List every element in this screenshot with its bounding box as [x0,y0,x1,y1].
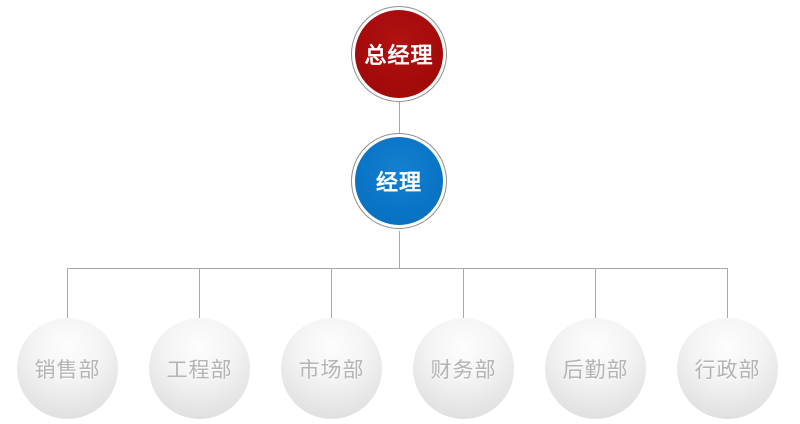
connector-root-to-manager [399,102,400,134]
node-dept-finance[interactable]: 财务部 [413,318,514,419]
node-dept-logistics[interactable]: 后勤部 [545,318,646,419]
node-dept-finance-label: 财务部 [430,358,497,382]
node-dept-engineering[interactable]: 工程部 [149,318,250,419]
connector-drop-sales [67,269,68,318]
node-manager-label: 经理 [375,170,422,195]
node-manager-circle: 经理 [355,137,443,225]
node-dept-sales-label: 销售部 [34,358,101,382]
node-dept-administration[interactable]: 行政部 [677,318,778,419]
node-general-manager-label: 总经理 [364,43,434,68]
node-general-manager[interactable]: 总经理 [351,6,447,102]
connector-drop-engineering [199,269,200,318]
connector-drop-finance [463,269,464,318]
connector-horizontal-bus [67,268,728,269]
node-dept-marketing-label: 市场部 [298,358,365,382]
node-dept-engineering-label: 工程部 [166,358,233,382]
connector-drop-logistics [595,269,596,318]
node-general-manager-circle: 总经理 [355,10,443,98]
connector-drop-administration [727,269,728,318]
connector-drop-marketing [331,269,332,318]
node-dept-administration-label: 行政部 [694,358,761,382]
node-dept-logistics-label: 后勤部 [562,358,629,382]
node-manager[interactable]: 经理 [351,133,447,229]
node-dept-marketing[interactable]: 市场部 [281,318,382,419]
connector-manager-to-bus [399,231,400,268]
node-dept-sales[interactable]: 销售部 [17,318,118,419]
